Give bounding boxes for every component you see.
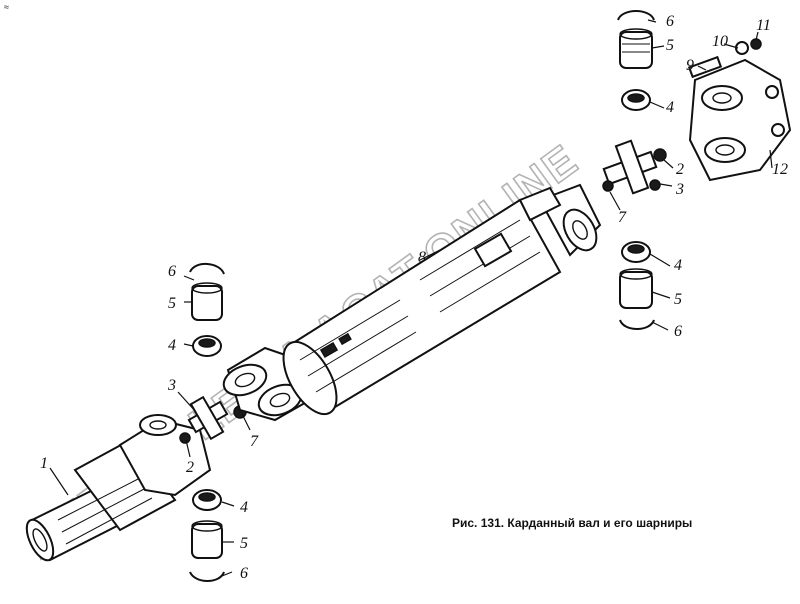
callout-6-right-top: 6 bbox=[666, 13, 674, 30]
callout-2-left: 2 bbox=[186, 459, 194, 476]
left-upper-bearing-stack bbox=[189, 263, 225, 357]
callout-12: 12 bbox=[772, 161, 788, 178]
callout-4-right-bottom: 4 bbox=[674, 257, 682, 274]
corner-mark: ≈ bbox=[4, 2, 9, 12]
figure-caption: Рис. 131. Карданный вал и его шарниры bbox=[452, 516, 693, 530]
callout-5-left-top: 5 bbox=[168, 295, 176, 312]
callout-6-right-bottom: 6 bbox=[674, 323, 682, 340]
callout-2-right: 2 bbox=[676, 161, 684, 178]
callout-6-left-top: 6 bbox=[168, 263, 176, 280]
callout-8: 8 bbox=[418, 249, 426, 266]
right-lower-bearing-stack bbox=[619, 241, 655, 330]
callout-7-right: 7 bbox=[618, 209, 627, 226]
left-lower-bearing-stack bbox=[189, 489, 225, 582]
callout-6-left-bottom: 6 bbox=[240, 565, 248, 582]
callout-3-right: 3 bbox=[675, 181, 684, 198]
right-spider-cross bbox=[602, 139, 667, 195]
callout-11: 11 bbox=[756, 17, 771, 34]
callout-10: 10 bbox=[712, 33, 728, 50]
callout-9: 9 bbox=[686, 57, 694, 74]
callout-1: 1 bbox=[40, 455, 48, 472]
callout-labels: 1 2 3 7 6 5 4 4 5 6 8 6 5 4 2 3 7 4 5 6 … bbox=[40, 13, 788, 582]
callout-5-right-top: 5 bbox=[666, 37, 674, 54]
callout-5-left-bottom: 5 bbox=[240, 535, 248, 552]
part-1-spline-sleeve bbox=[25, 438, 177, 562]
part-12-flange-yoke bbox=[688, 58, 792, 182]
leader-lines bbox=[49, 19, 773, 577]
callout-3-left: 3 bbox=[167, 377, 176, 394]
callout-7-left: 7 bbox=[250, 433, 259, 450]
callout-5-right-bottom: 5 bbox=[674, 291, 682, 308]
callout-4-left-top: 4 bbox=[168, 337, 176, 354]
callout-4-right-top: 4 bbox=[666, 99, 674, 116]
callout-4-left-bottom: 4 bbox=[240, 499, 248, 516]
right-upper-bearing-stack bbox=[617, 10, 655, 111]
main-shaft-tube bbox=[282, 183, 602, 416]
